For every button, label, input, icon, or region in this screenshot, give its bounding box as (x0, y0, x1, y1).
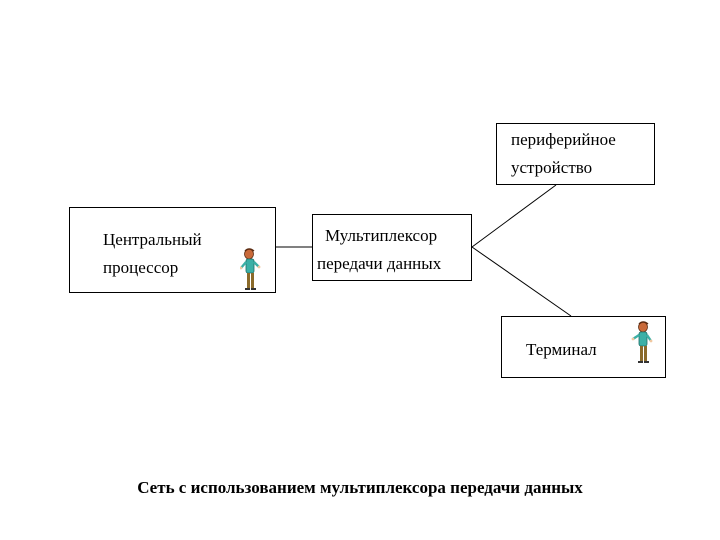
peripheral-node: периферийное устройство (496, 123, 655, 185)
mux-terminal-connector (471, 246, 572, 317)
terminal-label: Терминал (526, 340, 597, 359)
multiplexer-label-line1: Мультиплексор (325, 226, 438, 245)
multiplexer-label-line2: передачи данных (317, 254, 442, 273)
multiplexer-node: Мультиплексор передачи данных (312, 214, 472, 281)
person-icon (631, 321, 653, 363)
terminal-node: Терминал (501, 316, 666, 378)
cpu-label-line2: процессор (103, 258, 179, 277)
person-icon (240, 248, 261, 290)
mux-peripheral-connector (471, 184, 557, 248)
peripheral-label-line2: устройство (511, 158, 593, 177)
cpu-node: Центральный процессор (69, 207, 276, 293)
peripheral-label-line1: периферийное (511, 130, 616, 149)
cpu-label-line1: Центральный (103, 230, 202, 249)
diagram-caption: Сеть с использованием мультиплексора пер… (137, 478, 583, 497)
